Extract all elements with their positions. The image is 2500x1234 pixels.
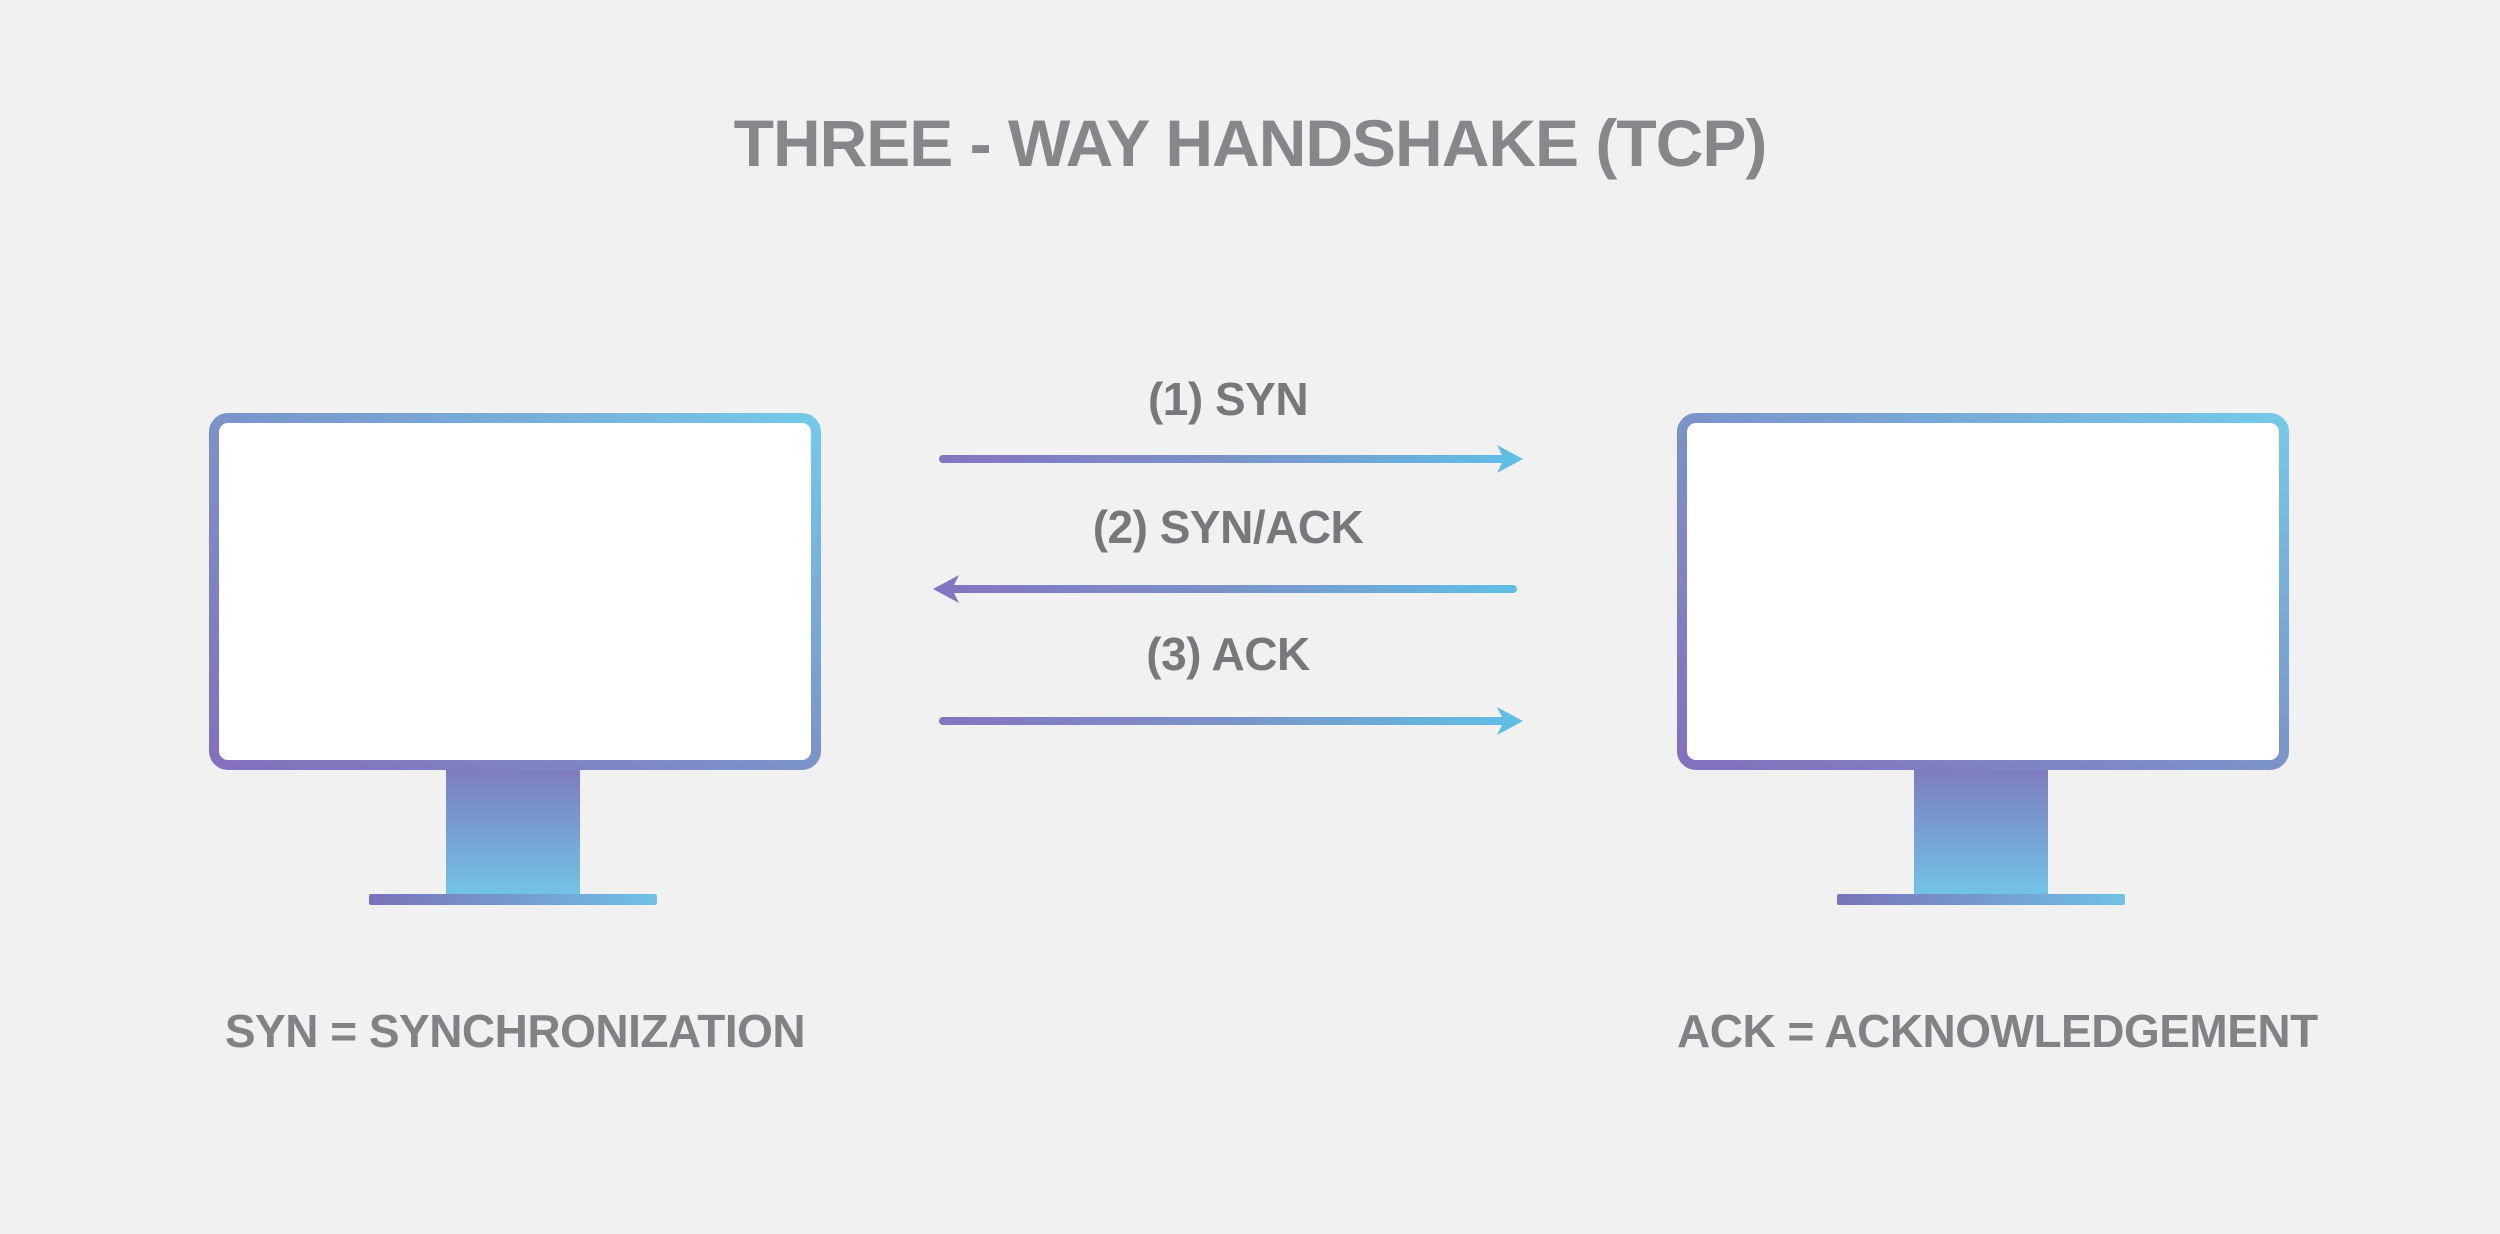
monitor-screen bbox=[209, 413, 821, 770]
monitor-screen bbox=[1677, 413, 2289, 770]
syn-arrow bbox=[933, 445, 1523, 473]
monitor-stand-neck bbox=[446, 763, 580, 894]
monitor-icon bbox=[209, 413, 821, 905]
step-2-label: (2) SYN/ACK bbox=[1092, 501, 1364, 553]
page-title: THREE - WAY HANDSHAKE (TCP) bbox=[733, 106, 1768, 180]
syn-ack-arrow bbox=[933, 575, 1523, 603]
server-computer bbox=[1677, 413, 2289, 905]
step-3-label: (3) ACK bbox=[1146, 628, 1310, 680]
monitor-stand-neck bbox=[1914, 763, 2048, 894]
ack-arrow bbox=[933, 707, 1523, 735]
monitor-stand-base bbox=[1837, 894, 2125, 905]
syn-definition: SYN = SYNCHRONIZATION bbox=[224, 1005, 806, 1057]
ack-definition: ACK = ACKNOWLEDGEMENT bbox=[1677, 1005, 2318, 1057]
arrow-right-icon bbox=[939, 445, 1523, 473]
step-1-label: (1) SYN bbox=[1147, 373, 1309, 425]
arrow-left-icon bbox=[933, 575, 1517, 603]
monitor-stand-base bbox=[369, 894, 657, 905]
monitor-icon bbox=[1677, 413, 2289, 905]
arrow-right-icon bbox=[939, 707, 1523, 735]
client-computer bbox=[209, 413, 821, 905]
